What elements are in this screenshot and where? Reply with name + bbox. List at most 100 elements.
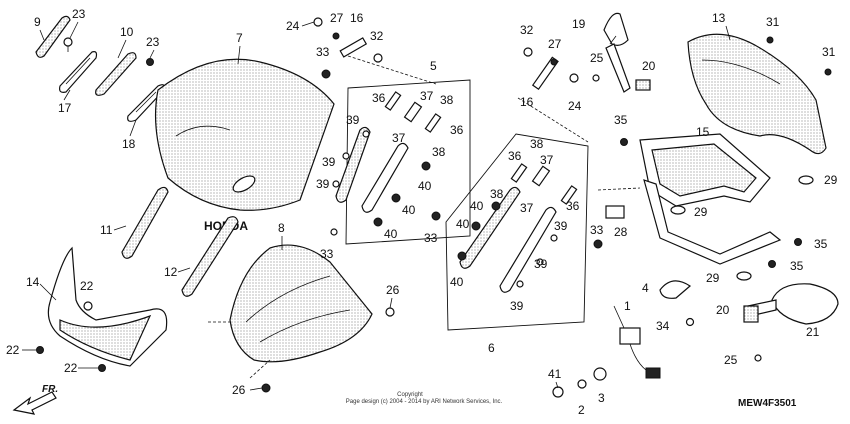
- bolt-35-b[interactable]: [794, 238, 802, 246]
- stay-frame-15[interactable]: [639, 133, 782, 265]
- module-1[interactable]: [619, 327, 661, 379]
- screw-33-c[interactable]: [431, 211, 441, 221]
- screw-33-b[interactable]: [330, 228, 338, 236]
- callout-13: 13: [712, 11, 726, 25]
- bolt-34[interactable]: [685, 317, 695, 327]
- clip-36-d[interactable]: [560, 185, 578, 205]
- callout-31-b: 31: [822, 45, 836, 59]
- bracket-16-top[interactable]: [339, 37, 368, 58]
- screw-39-f[interactable]: [516, 280, 524, 288]
- collar-2[interactable]: [577, 379, 587, 389]
- collar-32-top[interactable]: [373, 53, 383, 63]
- lower-panel-14[interactable]: [47, 246, 168, 367]
- clip-36-a[interactable]: [384, 91, 402, 111]
- bolt-22-b[interactable]: [36, 346, 44, 354]
- screw-39-c[interactable]: [332, 180, 340, 188]
- clamp-29-c[interactable]: [736, 271, 752, 281]
- bolt-41[interactable]: [552, 386, 564, 398]
- bracket-40-right[interactable]: [459, 186, 521, 269]
- screw-31-a[interactable]: [766, 36, 774, 44]
- nut-40-a[interactable]: [421, 161, 431, 171]
- mirror-21[interactable]: [747, 283, 839, 325]
- clamp-28[interactable]: [605, 205, 625, 219]
- clamp-29-a[interactable]: [798, 175, 814, 185]
- bracket-20-low[interactable]: [743, 305, 759, 323]
- callout-17: 17: [58, 101, 72, 115]
- screw-25-top[interactable]: [592, 74, 600, 82]
- callout-28: 28: [614, 225, 628, 239]
- screw-39-b[interactable]: [342, 152, 350, 160]
- inner-panel-8[interactable]: [229, 244, 373, 363]
- collar-32-mid[interactable]: [523, 47, 533, 57]
- bolt-35-c[interactable]: [768, 260, 776, 268]
- screw-39-e[interactable]: [536, 258, 544, 266]
- callout-29-c: 29: [706, 271, 720, 285]
- callout-40-f: 40: [450, 275, 464, 289]
- grommet-27-top[interactable]: [332, 32, 340, 40]
- bolt-22-c[interactable]: [98, 364, 106, 372]
- clip-37-b[interactable]: [531, 165, 551, 187]
- bolt-26-a[interactable]: [385, 307, 395, 317]
- side-trim-9[interactable]: [35, 15, 71, 58]
- grommet-4[interactable]: [659, 280, 691, 299]
- windshield-7[interactable]: HONDA: [154, 58, 335, 233]
- clip-36-c[interactable]: [510, 163, 528, 183]
- screw-25-low[interactable]: [754, 354, 762, 362]
- clip-37-a[interactable]: [403, 101, 423, 123]
- rubber-3[interactable]: [593, 367, 607, 381]
- side-strip-12[interactable]: [181, 216, 239, 297]
- trim-strip-17[interactable]: [59, 51, 98, 93]
- screw-24-mid[interactable]: [569, 73, 579, 83]
- screw-24-top[interactable]: [313, 17, 323, 27]
- bolt-35-a[interactable]: [620, 138, 628, 146]
- bolt-23-right[interactable]: [146, 58, 154, 66]
- bracket-20-top[interactable]: [635, 79, 651, 91]
- callout-labels: 9 23 10 23 17 18 7 11 12 14 22 22 22 8 2…: [6, 7, 838, 417]
- callout-37-d: 37: [520, 201, 534, 215]
- callout-20-b: 20: [716, 303, 730, 317]
- bracket-39-left[interactable]: [335, 126, 371, 203]
- upper-cover-13[interactable]: [687, 33, 827, 155]
- bracket-40-left[interactable]: [361, 142, 409, 213]
- callout-27-b: 27: [548, 37, 562, 51]
- nut-40-e[interactable]: [471, 221, 481, 231]
- screw-31-b[interactable]: [824, 68, 832, 76]
- callout-40-e: 40: [456, 217, 470, 231]
- callout-32-a: 32: [370, 29, 384, 43]
- callout-26-a: 26: [386, 283, 400, 297]
- nut-40-d[interactable]: [491, 201, 501, 211]
- bracket-39-right[interactable]: [499, 206, 557, 293]
- callout-9: 9: [34, 15, 41, 29]
- grommet-27-mid[interactable]: [550, 58, 558, 66]
- callout-38-c: 38: [530, 137, 544, 151]
- nut-40-b[interactable]: [391, 193, 401, 203]
- side-cover-10[interactable]: [95, 52, 137, 96]
- callout-26-b: 26: [232, 383, 246, 397]
- clamp-29-b[interactable]: [670, 205, 686, 215]
- callout-16-b: 16: [520, 95, 534, 109]
- callout-16-a: 16: [350, 11, 364, 25]
- callout-25-a: 25: [590, 51, 604, 65]
- bolt-22-a[interactable]: [83, 301, 93, 311]
- callout-39-c: 39: [316, 177, 330, 191]
- clip-36-b[interactable]: [424, 113, 442, 133]
- callout-36-b: 36: [450, 123, 464, 137]
- callout-33-a: 33: [316, 45, 330, 59]
- screw-33-d[interactable]: [593, 239, 603, 249]
- callout-40-c: 40: [384, 227, 398, 241]
- screw-33-a[interactable]: [321, 69, 331, 79]
- nut-40-f[interactable]: [457, 251, 467, 261]
- side-strip-11[interactable]: [121, 186, 169, 259]
- nut-40-c[interactable]: [373, 217, 383, 227]
- callout-33-b: 33: [320, 247, 334, 261]
- bolt-23-left[interactable]: [63, 37, 73, 52]
- callout-18: 18: [122, 137, 136, 151]
- callout-38-d: 38: [490, 187, 504, 201]
- bolt-26-b[interactable]: [261, 383, 271, 393]
- mirror-stay-19[interactable]: [603, 12, 631, 93]
- callout-14: 14: [26, 275, 40, 289]
- screw-39-a[interactable]: [362, 130, 370, 138]
- screw-39-d[interactable]: [550, 234, 558, 242]
- callout-10: 10: [120, 25, 134, 39]
- callout-35-c: 35: [790, 259, 804, 273]
